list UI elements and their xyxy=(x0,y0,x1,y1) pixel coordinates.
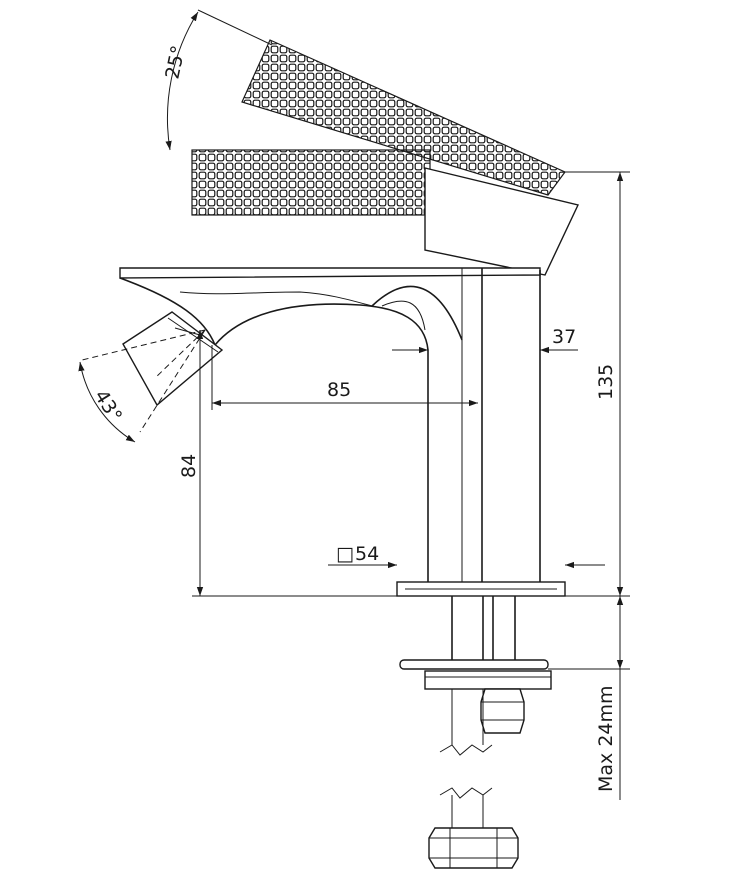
spray-nozzle xyxy=(122,311,224,407)
spout-height-label: 84 xyxy=(178,454,200,478)
spout-inner-curve xyxy=(179,291,373,307)
counter-thickness-label: Max 24mm xyxy=(595,685,617,792)
lever-rest-knurled-grip xyxy=(191,149,431,216)
hose-break-top xyxy=(439,744,493,756)
spray-angle-label: 43° xyxy=(90,386,127,426)
body-column xyxy=(481,268,541,582)
lever-body xyxy=(424,167,579,276)
spout-reach-label: 85 xyxy=(327,379,351,401)
lever-handle xyxy=(191,39,579,276)
lever-raised-knurled-grip xyxy=(241,39,566,196)
base-size-label: 54 xyxy=(355,543,379,565)
base-symbol-label: □ xyxy=(336,543,354,565)
nozzle-detail xyxy=(174,327,201,336)
counter-washer xyxy=(399,659,549,670)
mixer-body xyxy=(119,267,541,582)
hose-break-bottom xyxy=(439,787,493,799)
spout-offset-label: 37 xyxy=(552,326,576,348)
spout-top-plate xyxy=(119,267,541,279)
bottom-hex-connector xyxy=(428,827,519,869)
spout-inner-right xyxy=(381,300,426,331)
nozzle-body xyxy=(122,311,224,407)
spray-cone-lines xyxy=(81,329,206,433)
lever-angle-label: 25° xyxy=(161,44,190,82)
total-height-label: 135 xyxy=(595,364,617,400)
spout-underside xyxy=(119,277,429,582)
fixing-nut-plate xyxy=(424,670,552,690)
hex-nut xyxy=(480,688,525,734)
base-and-fixing xyxy=(396,581,566,869)
spout-curve-right xyxy=(371,285,463,341)
dimension-lines xyxy=(78,9,630,800)
